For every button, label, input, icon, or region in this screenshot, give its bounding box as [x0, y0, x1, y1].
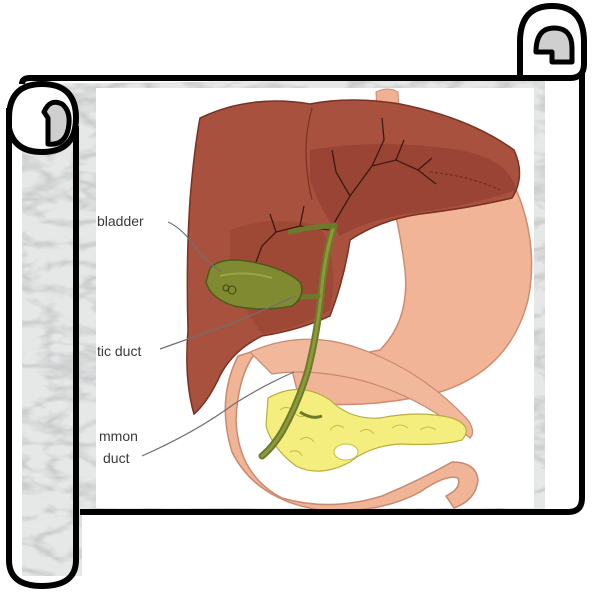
top-left-roll: [9, 84, 76, 152]
label-hepatic-duct: tic duct: [97, 343, 141, 359]
label-gallbladder: bladder: [97, 213, 144, 229]
top-right-roll: [520, 6, 584, 78]
label-common-bile-duct-line2: duct: [103, 450, 129, 466]
label-common-bile-duct-line1: mmon: [99, 428, 138, 444]
